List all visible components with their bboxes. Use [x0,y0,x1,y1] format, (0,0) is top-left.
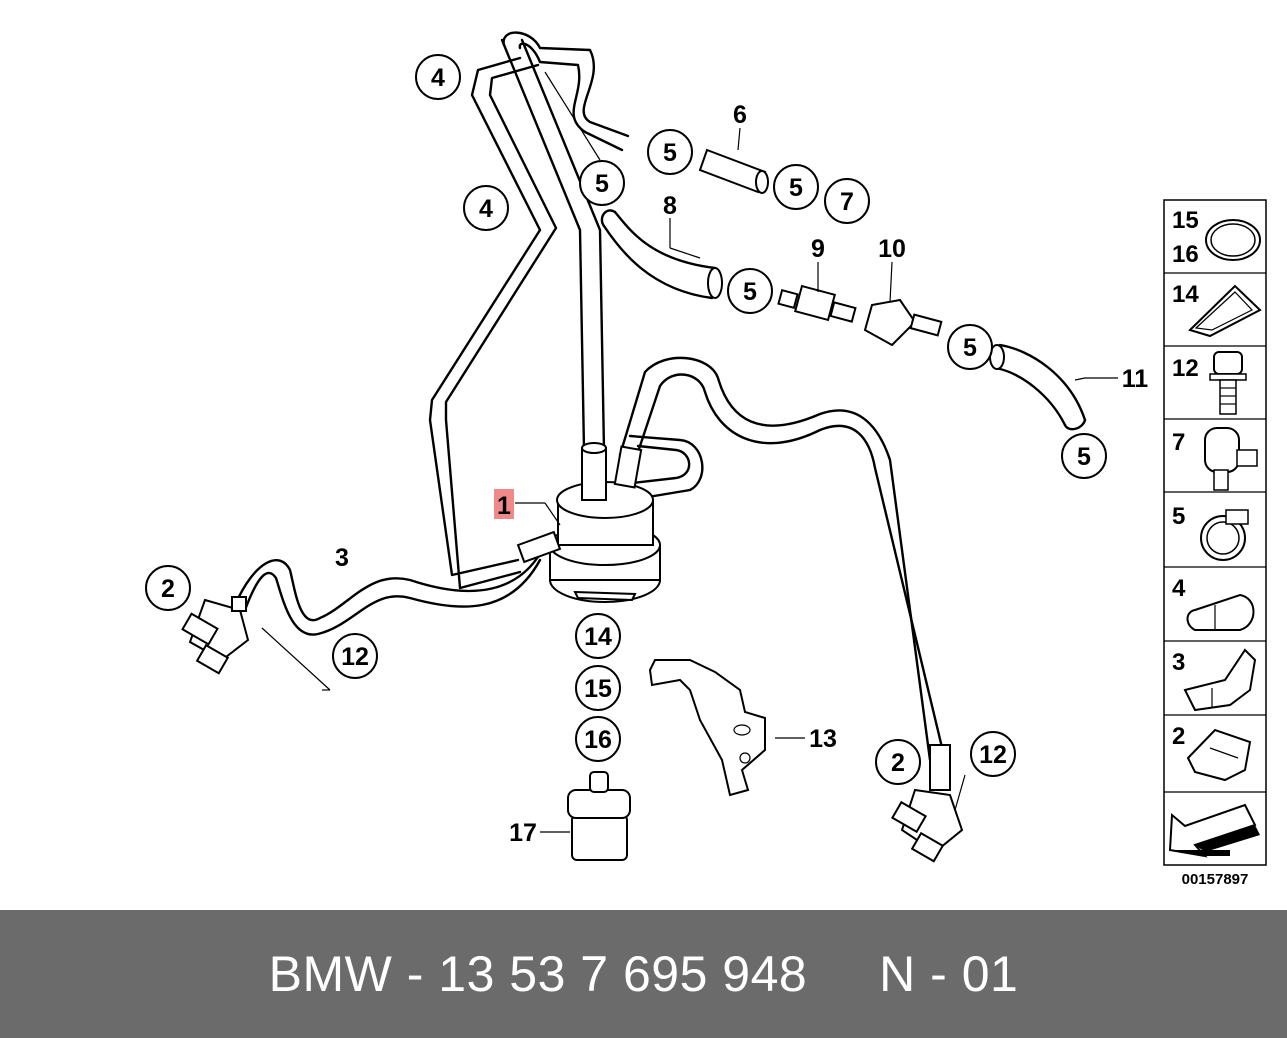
clip-icon [1186,593,1255,631]
callout-4-mid: 4 [479,195,493,223]
callout-14: 14 [584,623,612,651]
valve-part-10 [863,298,943,347]
callout-12-right: 12 [979,741,1007,769]
callout-8: 8 [663,192,677,220]
valve-part-9 [777,284,857,323]
gasket-icon [1188,284,1262,338]
filter-part-17 [567,771,631,861]
parts-diagram: 1 2 2 3 4 4 5 5 5 5 5 5 6 7 8 9 10 11 12 [145,31,1267,888]
callout-3: 3 [335,544,349,572]
footer-bar: BMW - 13 53 7 695 948 N - 01 [0,910,1287,1038]
side-label-5: 5 [1172,503,1185,530]
callout-7: 7 [840,188,854,216]
retainer-clip-icon [1186,728,1252,782]
side-parts-panel: 15 16 14 12 7 5 [1163,199,1267,888]
callout-6: 6 [733,101,747,129]
side-label-4: 4 [1172,575,1186,602]
callout-5-d: 5 [743,278,757,306]
side-label-3: 3 [1172,649,1185,676]
side-label-15: 15 [1172,207,1199,234]
callout-16: 16 [584,726,612,754]
side-label-12: 12 [1172,355,1199,382]
t-connector-icon [1204,427,1258,491]
canister-part-1 [516,442,661,603]
callout-13: 13 [809,725,837,753]
callout-4-top: 4 [431,64,445,92]
callouts: 1 2 2 3 4 4 5 5 5 5 5 5 6 7 8 9 10 11 12 [145,54,1149,847]
callout-9: 9 [811,235,825,263]
callout-10: 10 [878,235,906,263]
diagram-code: 00157897 [1182,871,1249,888]
connector-right-part-2 [891,744,964,863]
callout-5-a: 5 [595,170,609,198]
callout-2-right: 2 [891,749,905,777]
highlight-part-1 [494,489,514,519]
hose-clamp-icon [1200,509,1249,561]
callout-2-left: 2 [161,575,175,603]
o-ring-icon [1205,219,1261,261]
callout-5-e: 5 [963,334,977,362]
callout-11: 11 [1122,365,1149,393]
callout-15: 15 [584,675,612,703]
screw-icon [1209,351,1247,415]
double-clip-icon [1183,648,1257,712]
connector-left-part-2 [181,596,250,675]
side-label-14: 14 [1172,281,1199,308]
side-label-7: 7 [1172,429,1185,456]
leader-lines [261,71,1118,833]
callout-12-left: 12 [341,643,369,671]
part-number-label: BMW - 13 53 7 695 948 N - 01 [268,946,1019,1002]
bracket-part-13 [648,659,766,797]
callout-1: 1 [497,492,511,520]
hose-part-6 [698,148,769,194]
callout-5-b: 5 [663,139,677,167]
callout-5-f: 5 [1077,443,1091,471]
direction-arrow-icon [1168,803,1260,858]
callout-5-c: 5 [789,174,803,202]
callout-17: 17 [509,819,537,847]
side-label-2: 2 [1172,723,1185,750]
side-label-16: 16 [1172,241,1199,268]
